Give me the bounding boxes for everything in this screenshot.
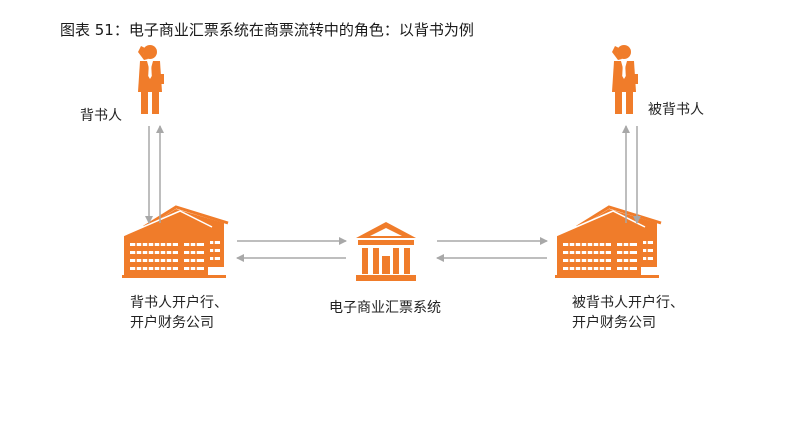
endorser-bank-label-line2: 开户财务公司 (130, 315, 214, 331)
system-bank-building-icon (356, 222, 416, 281)
endorsee-businessman-icon (612, 45, 638, 114)
endorser-bank-label-line1: 背书人开户行、 (130, 295, 228, 311)
endorser-bank-label: 背书人开户行、 开户财务公司 (130, 293, 228, 333)
endorser-businessman-icon (138, 45, 164, 114)
endorsee-label: 被背书人 (648, 102, 704, 118)
endorsee-bank-label: 被背书人开户行、 开户财务公司 (572, 293, 684, 333)
endorsee-bank-office-building-icon (551, 205, 663, 280)
figure-title: 图表 51：电子商业汇票系统在商票流转中的角色：以背书为例 (60, 21, 474, 39)
endorsee-bank-label-line2: 开户财务公司 (572, 315, 656, 331)
endorser-bank-office-building-icon (118, 205, 230, 280)
endorser-label: 背书人 (80, 108, 122, 124)
endorsee-bank-label-line1: 被背书人开户行、 (572, 295, 684, 311)
system-label: 电子商业汇票系统 (329, 300, 441, 316)
